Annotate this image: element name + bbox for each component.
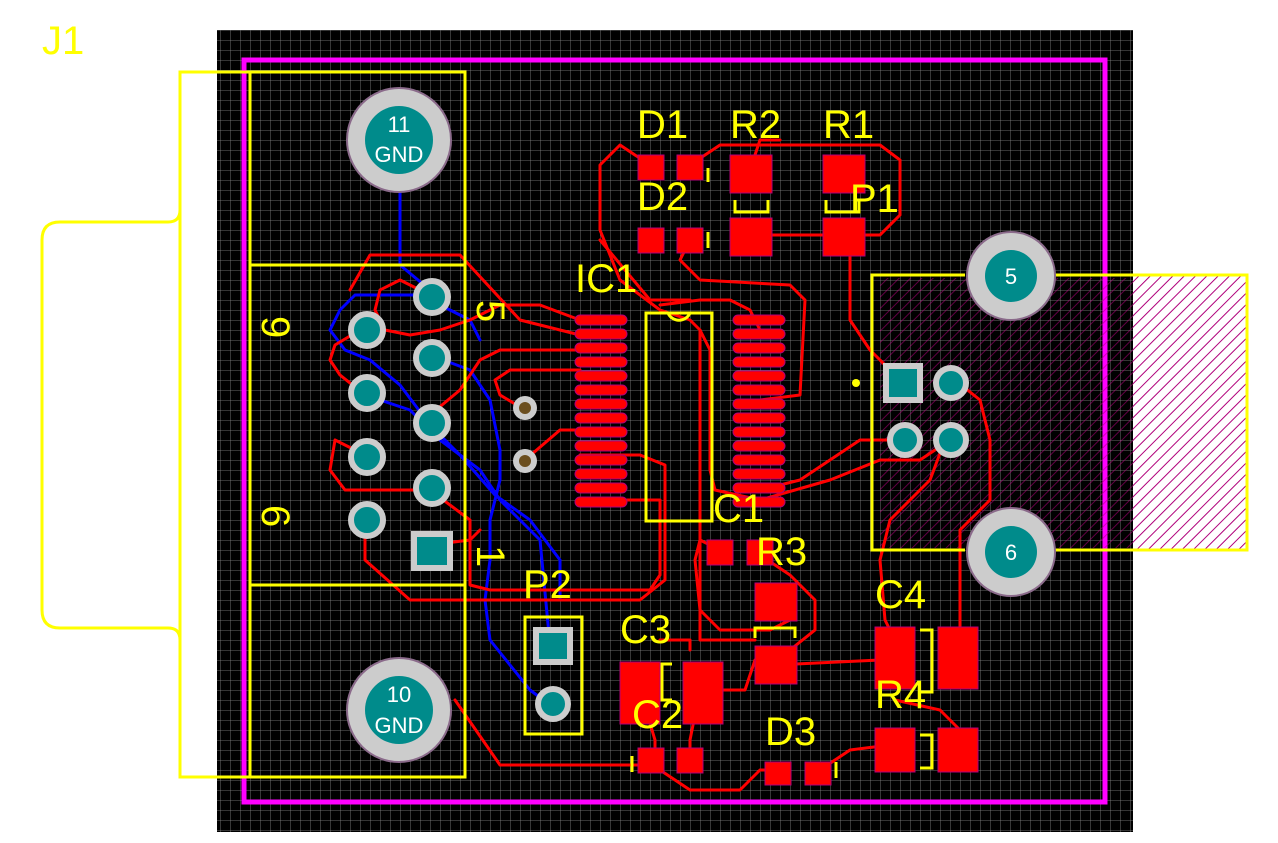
usb-pin-5-label: 5 — [1005, 264, 1017, 289]
label-j1-pin-5: 5 — [468, 300, 512, 322]
label-p2: P2 — [523, 563, 572, 607]
ic1-left-pads — [574, 314, 628, 508]
label-c1: C1 — [713, 487, 764, 531]
usb-hatch-inner — [880, 278, 1133, 548]
r1-pad-b — [822, 217, 866, 257]
gnd-bottom-pin-name: GND — [375, 713, 424, 738]
discrete-smd-pads — [619, 154, 979, 786]
d3-pad-b — [804, 761, 832, 786]
c2-pad-a — [637, 747, 665, 774]
j1-gnd-top-pad — [346, 87, 452, 193]
label-p1: P1 — [850, 177, 899, 221]
d3-pad-a — [764, 761, 792, 786]
label-r3: R3 — [756, 530, 807, 574]
r3-pad-b — [754, 645, 798, 685]
label-d2: D2 — [637, 175, 688, 219]
label-j1-pin-9: 9 — [253, 316, 297, 338]
c3-pad-a — [619, 661, 661, 725]
label-r4: R4 — [875, 673, 926, 717]
usb-shield-pad-6 — [966, 507, 1056, 597]
ic1-right-pads — [732, 314, 786, 508]
component-silk-marks — [630, 168, 934, 778]
p2-silk-outline — [523, 615, 584, 736]
j1-connector-silk — [40, 70, 467, 779]
usb-connector-silk — [870, 273, 1249, 552]
label-d1: D1 — [637, 103, 688, 147]
c1-pad-a — [706, 539, 734, 566]
d2-pad-b — [676, 227, 704, 254]
r2-pad-a — [729, 154, 773, 194]
usb-pins — [883, 363, 969, 458]
designators: J1 D1 R2 R1 D2 P1 IC1 C1 R3 P2 C3 C4 C2 … — [42, 19, 926, 754]
label-j1-pin-1: 1 — [468, 545, 512, 567]
d1-pad-a — [637, 154, 665, 181]
usb-keepout-hatch — [1133, 275, 1247, 550]
r4-pad-b — [937, 727, 979, 773]
usb-pin-6-label: 6 — [1005, 540, 1017, 565]
label-j1: J1 — [42, 19, 84, 63]
j1-gnd-bottom-pad — [346, 657, 452, 763]
j1-pins — [348, 278, 453, 571]
d1-pad-b — [676, 154, 704, 181]
r4-pad-a — [874, 727, 916, 773]
r3-pad-a — [754, 582, 798, 622]
label-j1-pin-6: 6 — [253, 505, 297, 527]
label-r1: R1 — [823, 103, 874, 147]
vias — [513, 379, 860, 473]
ic1-notch — [666, 312, 692, 322]
r2-pad-b — [729, 217, 773, 257]
gnd-bottom-pin-number: 10 — [387, 682, 411, 707]
label-c3: C3 — [620, 608, 671, 652]
d2-pad-a — [637, 227, 665, 254]
label-c2: C2 — [632, 693, 683, 737]
gnd-top-pin-name: GND — [375, 142, 424, 167]
label-r2: R2 — [730, 103, 781, 147]
c3-pad-b — [682, 661, 724, 725]
c4-pad-a — [874, 626, 916, 690]
label-c4: C4 — [875, 573, 926, 617]
ic1-silk-outline — [644, 311, 714, 523]
label-ic1: IC1 — [575, 257, 637, 301]
r1-pad-a — [822, 154, 866, 194]
gnd-top-pin-number: 11 — [388, 112, 411, 137]
c1-pad-b — [746, 539, 774, 566]
p2-pins — [533, 627, 573, 722]
label-d3: D3 — [765, 710, 816, 754]
usb-shield-pad-5 — [966, 231, 1056, 321]
c4-pad-b — [937, 626, 979, 690]
c2-pad-b — [676, 747, 704, 774]
